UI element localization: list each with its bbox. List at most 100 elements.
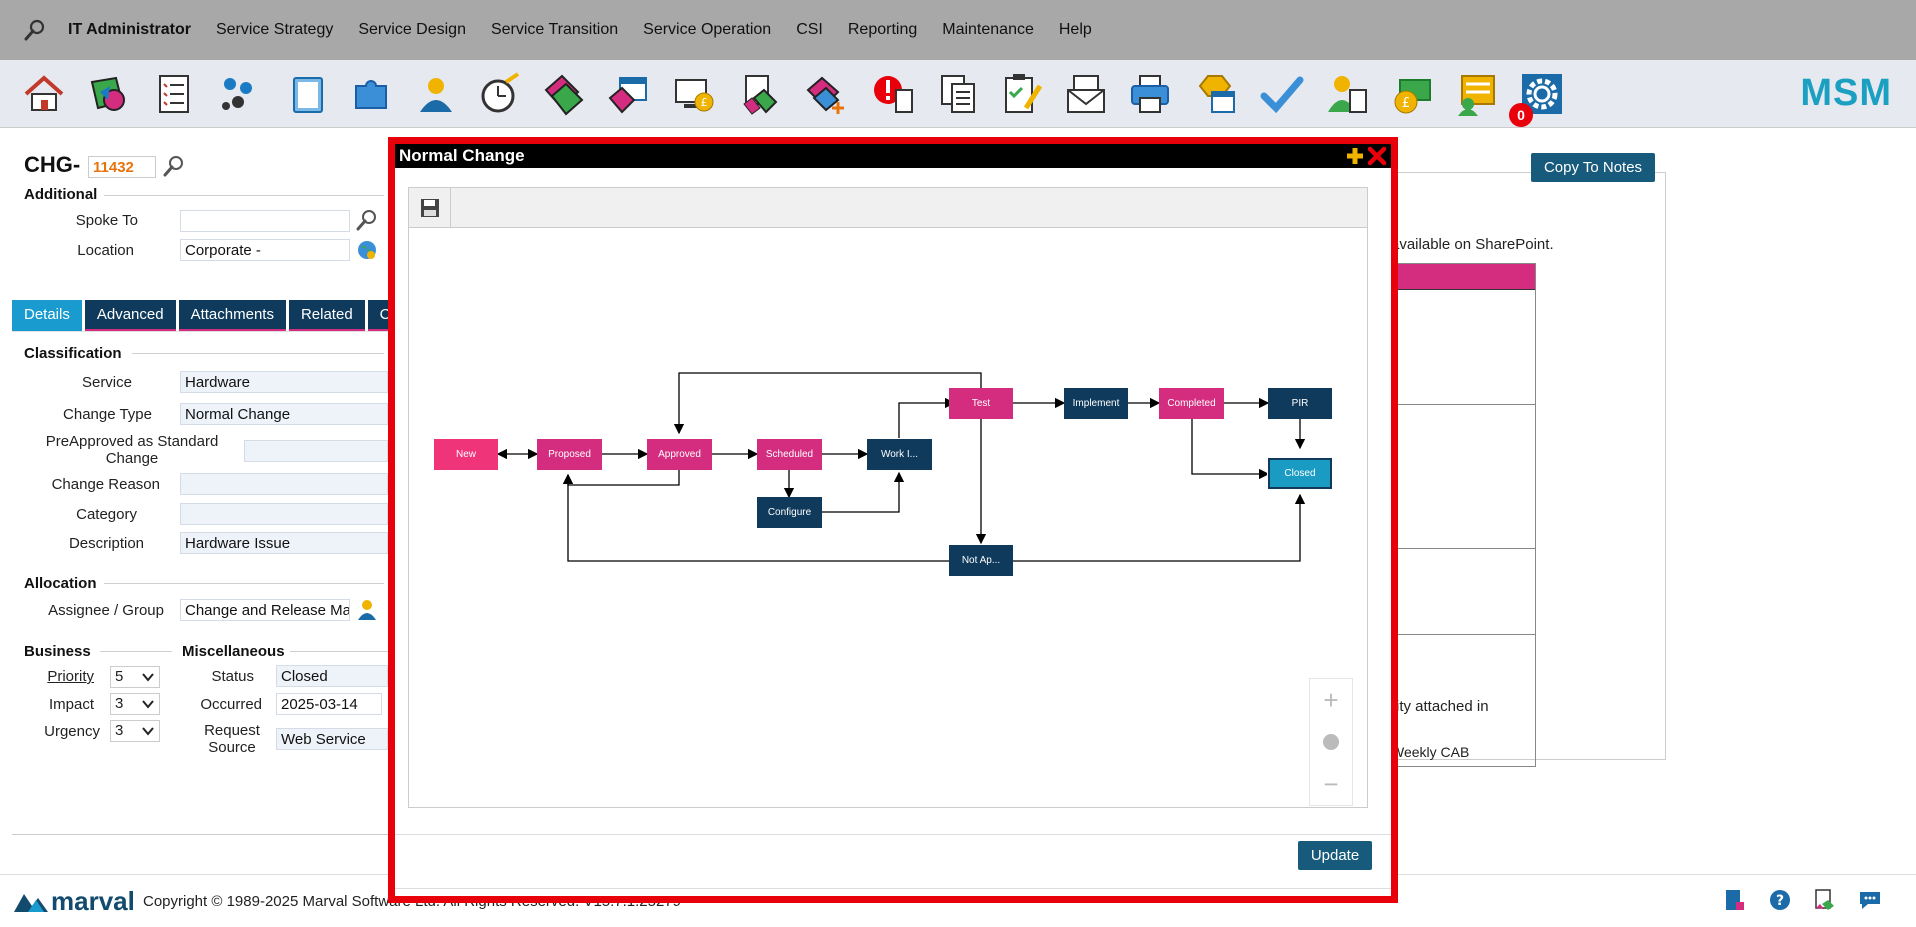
document-tags-icon[interactable] — [1812, 888, 1836, 912]
request-type-prefix: CHG- — [24, 152, 81, 177]
priority-label[interactable]: Priority — [47, 668, 94, 685]
puzzle-network-icon[interactable] — [216, 72, 260, 116]
save-icon[interactable] — [409, 188, 451, 228]
notes-table-row-divider — [1350, 404, 1536, 405]
miscellaneous-divider — [290, 651, 388, 652]
tab-attachments[interactable]: Attachments — [178, 300, 286, 332]
assignee-field[interactable]: Change and Release Ma — [180, 599, 350, 621]
printer-icon[interactable] — [1128, 72, 1172, 116]
menu-it-administrator[interactable]: IT Administrator — [68, 21, 191, 38]
state-not-approved[interactable]: Not Ap... — [949, 545, 1013, 576]
state-test[interactable]: Test — [949, 388, 1013, 419]
form-bottom-divider — [12, 834, 392, 835]
clock-icon[interactable] — [478, 72, 522, 116]
classification-divider — [132, 353, 384, 354]
category-field[interactable] — [180, 503, 388, 525]
add-tag-icon[interactable] — [804, 72, 848, 116]
money-icon[interactable]: £ — [1390, 72, 1434, 116]
additional-divider — [104, 195, 384, 196]
spoke-to-search-icon[interactable] — [356, 209, 378, 231]
checkmark-icon[interactable] — [1260, 72, 1304, 116]
request-search-icon[interactable] — [163, 155, 185, 177]
menu-reporting[interactable]: Reporting — [847, 21, 918, 38]
chat-icon[interactable] — [1858, 888, 1882, 912]
spoke-to-input[interactable] — [180, 210, 350, 232]
documents-icon[interactable] — [936, 72, 980, 116]
assignee-user-icon[interactable] — [356, 598, 378, 620]
change-reason-label: Change Reason — [51, 476, 160, 493]
copy-to-notes-button[interactable]: Copy To Notes — [1531, 153, 1655, 182]
zoom-in-icon[interactable]: + — [1323, 684, 1339, 715]
msm-logo: MSM — [1800, 72, 1892, 114]
report-user-icon[interactable] — [1456, 72, 1500, 116]
menu-csi[interactable]: CSI — [796, 21, 823, 38]
book-icon[interactable] — [1722, 888, 1746, 912]
home-icon[interactable] — [22, 72, 66, 116]
tab-advanced[interactable]: Advanced — [84, 300, 176, 332]
state-scheduled[interactable]: Scheduled — [757, 439, 822, 470]
change-type-field[interactable]: Normal Change — [180, 403, 388, 425]
shapes-icon[interactable] — [86, 72, 130, 116]
notepad-icon[interactable] — [286, 72, 330, 116]
clipboard-edit-icon[interactable] — [1000, 72, 1044, 116]
menu-service-transition[interactable]: Service Transition — [490, 21, 619, 38]
state-completed[interactable]: Completed — [1159, 388, 1224, 419]
priority-select[interactable]: 5 — [110, 666, 160, 688]
impact-select[interactable]: 3 — [110, 693, 160, 715]
occurred-field[interactable]: 2025-03-14 — [276, 693, 382, 715]
close-icon[interactable] — [1367, 146, 1387, 166]
checklist-icon[interactable] — [152, 72, 196, 116]
monitor-cost-icon[interactable]: £ — [672, 72, 716, 116]
help-icon[interactable]: ? — [1768, 888, 1792, 912]
allocation-divider — [104, 583, 384, 584]
documents-tags-icon[interactable] — [738, 72, 782, 116]
change-reason-field[interactable] — [180, 473, 388, 495]
tab-related[interactable]: Related — [288, 300, 365, 332]
location-globe-icon[interactable] — [356, 239, 378, 261]
state-new[interactable]: New — [434, 439, 498, 470]
request-source-field[interactable]: Web Service — [276, 728, 388, 750]
notification-badge[interactable]: 0 — [1509, 103, 1533, 127]
mail-icon[interactable] — [1064, 72, 1108, 116]
notes-text-attached: rity attached in — [1391, 698, 1489, 715]
user-icon[interactable] — [414, 72, 458, 116]
state-proposed[interactable]: Proposed — [537, 439, 602, 470]
update-button[interactable]: Update — [1298, 841, 1372, 870]
plus-icon[interactable] — [1345, 146, 1365, 166]
menu-maintenance[interactable]: Maintenance — [942, 21, 1034, 38]
preapproved-field[interactable] — [244, 440, 388, 462]
puzzle-piece-icon[interactable] — [350, 72, 394, 116]
alert-icon[interactable] — [870, 72, 914, 116]
workflow-canvas[interactable]: New Proposed Approved Scheduled Configur… — [408, 187, 1368, 808]
calendar-tags-icon[interactable] — [606, 72, 650, 116]
tags-icon[interactable] — [542, 72, 586, 116]
state-implement[interactable]: Implement — [1064, 388, 1128, 419]
state-closed[interactable]: Closed — [1267, 457, 1333, 490]
icon-toolbar: £ £ — [0, 60, 1916, 128]
request-number-field[interactable]: 11432 — [88, 156, 156, 178]
calendar-hex-icon[interactable] — [1194, 72, 1238, 116]
status-field[interactable]: Closed — [276, 665, 388, 687]
menu-help[interactable]: Help — [1058, 21, 1092, 38]
zoom-out-icon[interactable]: − — [1323, 768, 1339, 799]
tab-details[interactable]: Details — [12, 300, 82, 332]
menu-service-strategy[interactable]: Service Strategy — [215, 21, 334, 38]
description-field[interactable]: Hardware Issue — [180, 532, 388, 554]
state-approved[interactable]: Approved — [647, 439, 712, 470]
state-pir[interactable]: PIR — [1268, 388, 1332, 419]
location-input[interactable]: Corporate - — [180, 239, 350, 261]
state-work-in-progress[interactable]: Work I... — [867, 439, 932, 470]
top-menu-bar: IT Administrator Service Strategy Servic… — [0, 0, 1916, 60]
menu-service-design[interactable]: Service Design — [358, 21, 466, 38]
menu-service-operation[interactable]: Service Operation — [643, 21, 772, 38]
spoke-to-label: Spoke To — [75, 212, 138, 229]
marval-logo: marval — [14, 886, 135, 917]
service-field[interactable]: Hardware — [180, 371, 388, 393]
modal-footer-divider — [395, 834, 1391, 835]
search-icon[interactable] — [20, 15, 50, 45]
zoom-reset-icon[interactable] — [1310, 721, 1352, 763]
urgency-select[interactable]: 3 — [110, 720, 160, 742]
state-configure[interactable]: Configure — [757, 497, 822, 528]
user-document-icon[interactable] — [1326, 72, 1370, 116]
